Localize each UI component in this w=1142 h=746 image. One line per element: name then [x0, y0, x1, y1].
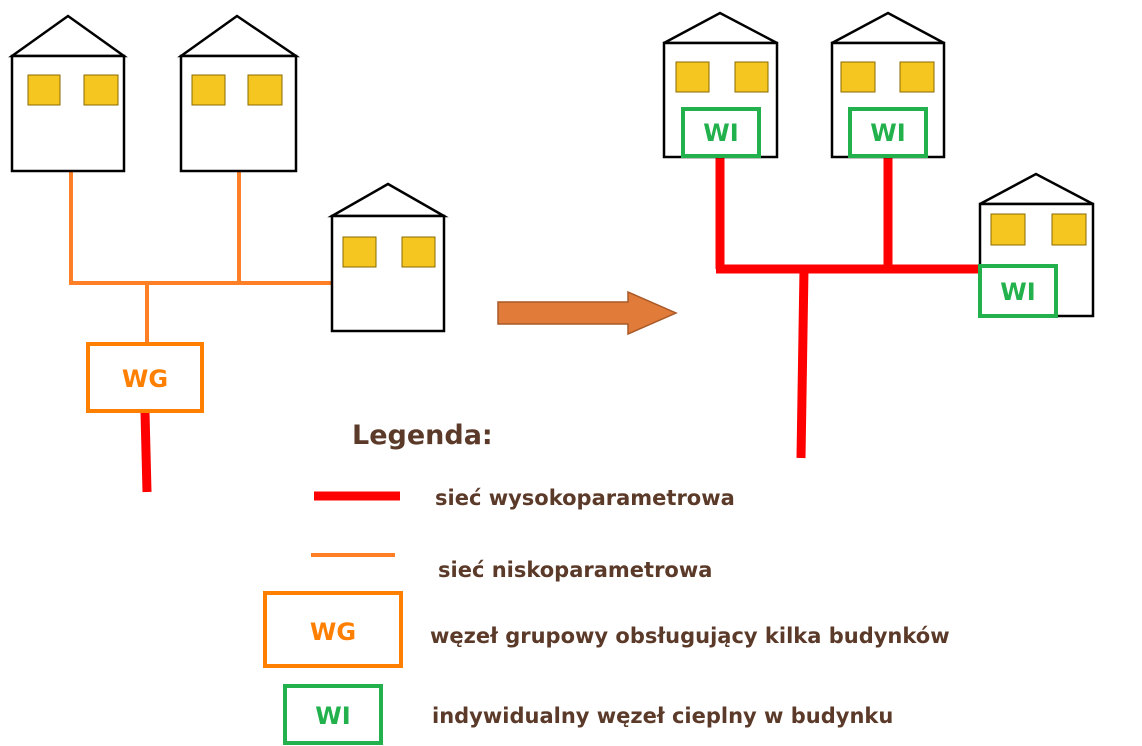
window-icon: [675, 61, 710, 93]
window-icon: [27, 74, 61, 106]
house-icon: [8, 14, 128, 173]
left-scheme: WG: [8, 14, 449, 493]
roof: [831, 11, 945, 45]
roof: [979, 172, 1094, 206]
window-icon: [342, 236, 377, 268]
legend-symbol-individual-node-label: WI: [315, 702, 350, 730]
house-body: [10, 54, 126, 173]
legend-text-high-param: sieć wysokoparametrowa: [435, 486, 735, 510]
legend-text-group-node: węzeł grupowy obsługujący kilka budynków: [430, 624, 950, 648]
legend: Legenda: sieć wysokoparametrowa sieć nis…: [263, 420, 950, 745]
legend-text-low-param: sieć niskoparametrowa: [438, 558, 712, 582]
roof: [327, 182, 449, 218]
house-icon: WI: [978, 172, 1095, 318]
house-icon: WI: [830, 11, 946, 159]
window-icon: [247, 74, 283, 106]
transition-arrow-icon: [497, 290, 678, 336]
legend-symbol-individual-node: [283, 684, 383, 745]
high-param-feed-right: [796, 268, 809, 459]
legend-symbol-group-node-label: WG: [310, 618, 356, 646]
window-icon: [83, 74, 119, 106]
high-param-feed-left: [140, 411, 152, 493]
window-icon: [191, 74, 226, 106]
legend-title: Legenda:: [352, 420, 493, 451]
window-icon: [734, 61, 769, 93]
group-node-box: [86, 342, 204, 413]
roof: [663, 11, 778, 45]
house-icon: [177, 14, 301, 173]
low-param-network: [69, 171, 332, 344]
window-icon: [401, 236, 436, 268]
legend-text-individual-node: indywidualny węzeł cieplny w budynku: [432, 704, 893, 728]
house-icon: [327, 182, 449, 333]
legend-symbol-group-node: [263, 591, 403, 668]
house-body: [330, 214, 446, 333]
right-scheme: WI WI WI: [662, 11, 1095, 459]
individual-node-label: WI: [1000, 278, 1035, 306]
roof: [8, 14, 128, 58]
house-icon: WI: [662, 11, 779, 159]
high-param-network: [715, 158, 980, 459]
group-node: WG: [86, 342, 204, 413]
window-icon: [990, 213, 1026, 246]
individual-node-label: WI: [703, 119, 738, 147]
individual-node-box: [848, 107, 928, 158]
individual-node-box: [978, 264, 1058, 318]
individual-node-label: WI: [870, 119, 905, 147]
roof: [177, 14, 301, 58]
window-icon: [1051, 213, 1087, 246]
group-node-label: WG: [122, 365, 168, 393]
window-icon: [899, 61, 935, 93]
window-icon: [840, 61, 876, 93]
house-body: [179, 54, 298, 173]
individual-node-box: [681, 107, 761, 158]
